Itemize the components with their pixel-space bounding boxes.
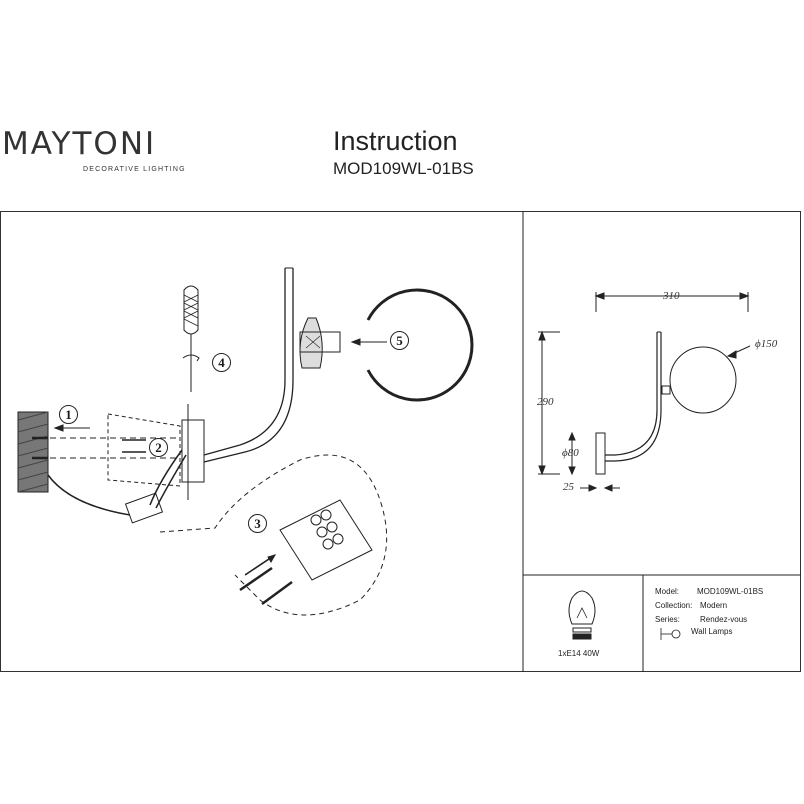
step-3-badge: 3	[248, 514, 267, 533]
step-2-badge: 2	[149, 438, 168, 457]
brand-tagline: DECORATIVE LIGHTING	[83, 166, 186, 173]
spec-collection-label: Collection:	[655, 601, 693, 610]
globe-shade	[366, 288, 474, 402]
step-1-badge: 1	[59, 405, 78, 424]
dim-height: 290	[537, 396, 554, 408]
spec-model-value: MOD109WL-01BS	[697, 587, 764, 596]
spec-collection-value: Modern	[700, 601, 728, 610]
brand-name: MAYTONI	[2, 126, 157, 162]
spec-type-value: Wall Lamps	[691, 627, 733, 636]
dim-depth: 25	[563, 481, 574, 493]
wall-lamp-icon	[660, 628, 681, 640]
instruction-frame	[0, 211, 801, 672]
spec-series-value: Rendez-vous	[700, 615, 748, 624]
dim-base: ϕ80	[562, 447, 579, 459]
terminal-block-icon	[124, 492, 164, 524]
step-5-badge: 5	[390, 331, 409, 350]
dim-width: 310	[663, 290, 680, 302]
spec-series-label: Series:	[655, 615, 680, 624]
bulb-icon	[568, 590, 596, 640]
brand-logo: MAYTONI DECORATIVE LIGHTING	[2, 126, 185, 173]
page-title: Instruction	[333, 126, 458, 156]
step-4-badge: 4	[212, 353, 231, 372]
dim-globe: ϕ150	[755, 338, 778, 350]
spec-model-label: Model:	[655, 587, 680, 596]
globe-outline	[669, 346, 737, 414]
connector-detail-icon	[279, 499, 373, 581]
mount-block	[181, 419, 205, 483]
bulb-spec: 1xE14 40W	[558, 649, 600, 658]
screwdriver-icon	[182, 285, 200, 392]
wall-base	[595, 432, 606, 475]
model-code: MOD109WL-01BS	[333, 159, 474, 178]
wall-block-icon	[17, 411, 49, 493]
